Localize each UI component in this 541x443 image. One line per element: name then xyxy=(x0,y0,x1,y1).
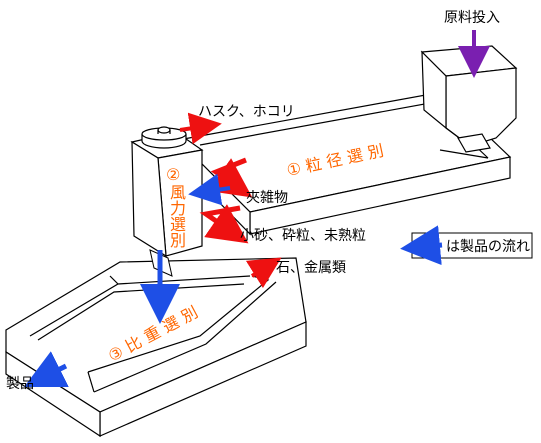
sand-label: 小砂、砕粒、未熟粒 xyxy=(240,228,366,244)
husk-label: ハスク、ホコリ xyxy=(198,104,295,120)
stone-output-arrow xyxy=(245,257,282,289)
stage2-char-2: 力 xyxy=(170,199,186,218)
raw-material-hopper xyxy=(420,45,518,153)
husk-output-arrow xyxy=(179,112,222,145)
product-output-arrow xyxy=(24,351,69,387)
wind-separator-unit xyxy=(130,126,204,258)
gravity-separator-unit xyxy=(5,257,307,438)
product-label: 製品 xyxy=(6,376,34,392)
legend-blue-arrow-icon xyxy=(400,225,443,266)
product-flow-arrow-1 xyxy=(188,173,231,206)
stage2-number: ② xyxy=(166,165,180,184)
stage2-char-3: 選 xyxy=(170,215,186,234)
legend-label: は製品の流れ xyxy=(446,239,530,255)
sand-output-arrow xyxy=(199,204,249,244)
raw-material-label: 原料投入 xyxy=(444,10,500,26)
stage2-char-4: 別 xyxy=(170,231,186,250)
stage2-char-1: 風 xyxy=(170,183,186,202)
foreign-matter-label: 夾雑物 xyxy=(246,190,288,206)
stone-label: 石、金属類 xyxy=(276,260,346,276)
foreign-matter-arrow-1 xyxy=(208,157,253,198)
